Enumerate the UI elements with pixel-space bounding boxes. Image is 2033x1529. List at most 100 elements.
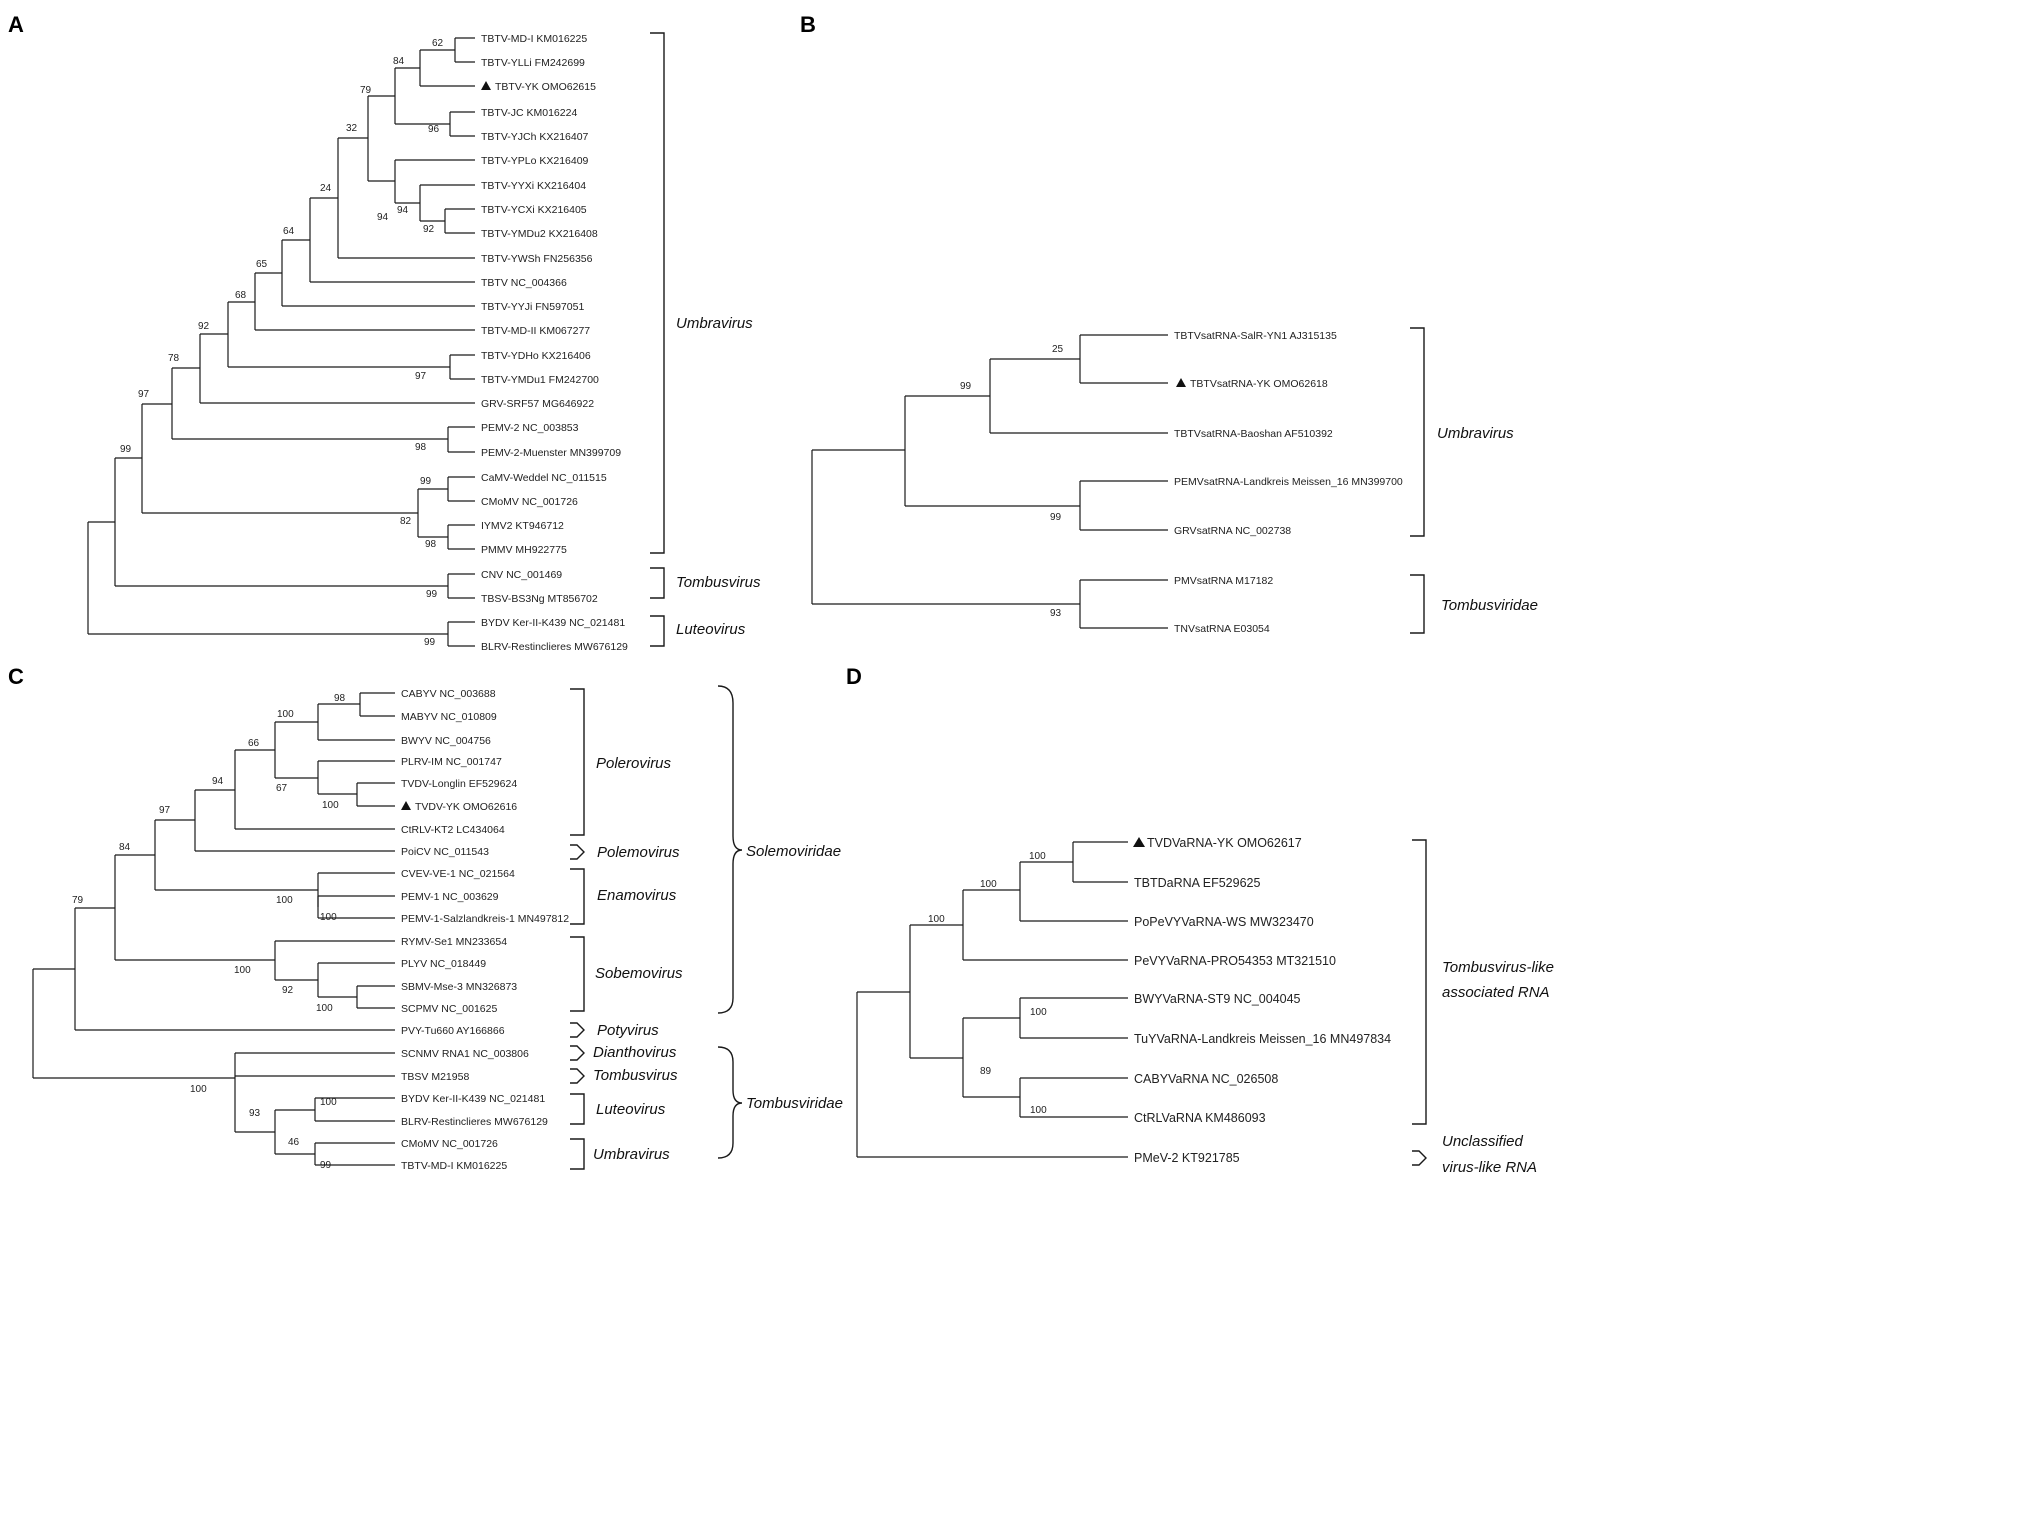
leaf-d-9: PMeV-2 KT921785: [1134, 1151, 1240, 1165]
group-label-umbravirus: Umbravirus: [1437, 425, 1514, 442]
bootstrap-label: 46: [288, 1137, 300, 1148]
marker-triangle-icon: [1176, 378, 1186, 387]
bootstrap-label: 78: [168, 353, 180, 364]
bracket-polerovirus: [570, 688, 585, 836]
panel-label-a: A: [8, 12, 24, 37]
leaf-d-8: CtRLVaRNA KM486093: [1134, 1111, 1266, 1125]
bootstrap-label: 100: [322, 800, 339, 811]
leaf-d-6: TuYVaRNA-Landkreis Meissen_16 MN497834: [1134, 1032, 1391, 1046]
bootstrap-label: 94: [397, 205, 409, 216]
bootstrap-label: 100: [1029, 851, 1046, 862]
bootstrap-label: 79: [72, 895, 84, 906]
bootstrap-label: 66: [248, 738, 260, 749]
group-label-tombusviridae: Tombusviridae: [746, 1095, 843, 1112]
leaf-c-9: CVEV-VE-1 NC_021564: [401, 868, 515, 880]
marker-triangle-icon: [481, 81, 491, 90]
bootstrap-label: 98: [425, 539, 437, 550]
leaf-a-26: BLRV-Restinclieres MW676129: [481, 641, 628, 653]
tree-d-branches: [856, 841, 1128, 1158]
leaf-a-19: CaMV-Weddel NC_011515: [481, 472, 607, 484]
leaf-d-1: TVDVaRNA-YK OMO62617: [1147, 836, 1302, 850]
leaf-a-24: TBSV-BS3Ng MT856702: [481, 593, 598, 605]
bootstrap-label: 24: [320, 183, 332, 194]
bracket-unclassified: [1412, 1150, 1427, 1166]
leaf-b-5: GRVsatRNA NC_002738: [1174, 525, 1291, 537]
leaf-b-6: PMVsatRNA M17182: [1174, 575, 1273, 587]
bootstrap-label: 65: [256, 259, 268, 270]
leaf-d-7: CABYVaRNA NC_026508: [1134, 1072, 1278, 1086]
leaf-c-6: TVDV-YK OMO62616: [415, 801, 517, 813]
leaf-a-1: TBTV-MD-I KM016225: [481, 33, 587, 45]
brace-tombusviridae: [717, 1046, 743, 1159]
group-label-potyvirus: Potyvirus: [597, 1022, 659, 1039]
leaf-c-15: SCPMV NC_001625: [401, 1003, 497, 1015]
group-label-tombusvirus-like: Tombusvirus-like: [1442, 959, 1554, 976]
leaf-d-3: PoPeVYVaRNA-WS MW323470: [1134, 915, 1314, 929]
bootstrap-label: 99: [420, 476, 432, 487]
bootstrap-label: 82: [400, 516, 412, 527]
bracket-potyvirus: [570, 1022, 585, 1038]
leaf-b-1: TBTVsatRNA-SalR-YN1 AJ315135: [1174, 330, 1337, 342]
tree-b-branches: [811, 334, 1168, 629]
panel-d: D TVDVaRNA-YK OMO62617 TBTDaRNA EF529625…: [846, 664, 1554, 1176]
group-label-polerovirus: Polerovirus: [596, 755, 672, 772]
leaf-a-11: TBTV NC_004366: [481, 277, 567, 289]
leaf-c-3: BWYV NC_004756: [401, 735, 491, 747]
panel-c: C: [8, 664, 843, 1172]
bootstrap-label: 99: [424, 637, 436, 648]
phylogenetic-figure: A: [8, 12, 1554, 1176]
bootstrap-label: 25: [1052, 344, 1064, 355]
bracket-luteovirus: [570, 1093, 585, 1125]
bracket-enamovirus: [570, 868, 585, 925]
bracket-dianthovirus: [570, 1045, 585, 1061]
leaf-c-18: TBSV M21958: [401, 1071, 469, 1083]
bootstrap-label: 84: [119, 842, 131, 853]
leaf-a-14: TBTV-YDHo KX216406: [481, 350, 591, 362]
bootstrap-label: 94: [212, 776, 224, 787]
bootstrap-label: 99: [120, 444, 132, 455]
bracket-sobemovirus: [570, 936, 585, 1012]
bootstrap-label: 92: [282, 985, 294, 996]
leaf-a-10: TBTV-YWSh FN256356: [481, 253, 593, 265]
bootstrap-label: 97: [159, 805, 171, 816]
bootstrap-label: 100: [316, 1003, 333, 1014]
leaf-b-7: TNVsatRNA E03054: [1174, 623, 1270, 635]
bootstrap-label: 100: [1030, 1105, 1047, 1116]
leaf-a-3: TBTV-YK OMO62615: [495, 81, 596, 93]
bracket-luteovirus: [650, 615, 665, 647]
leaf-c-7: CtRLV-KT2 LC434064: [401, 824, 505, 836]
leaf-a-7: TBTV-YYXi KX216404: [481, 180, 586, 192]
group-label-luteovirus: Luteovirus: [676, 621, 746, 638]
bootstrap-label: 93: [249, 1108, 261, 1119]
bootstrap-label: 99: [960, 381, 972, 392]
leaf-c-11: PEMV-1-Salzlandkreis-1 MN497812: [401, 913, 569, 925]
leaf-d-2: TBTDaRNA EF529625: [1134, 876, 1260, 890]
tree-c-branches: [32, 692, 395, 1166]
brace-solemoviridae: [717, 685, 743, 1014]
bootstrap-label: 92: [423, 224, 435, 235]
group-label-associated-rna: associated RNA: [1442, 984, 1550, 1001]
leaf-d-5: BWYVaRNA-ST9 NC_004045: [1134, 992, 1301, 1006]
leaf-a-8: TBTV-YCXi KX216405: [481, 204, 587, 216]
bootstrap-label: 84: [393, 56, 405, 67]
group-label-umbravirus: Umbravirus: [593, 1146, 670, 1163]
leaf-a-12: TBTV-YYJi FN597051: [481, 301, 584, 313]
leaf-c-12: RYMV-Se1 MN233654: [401, 936, 507, 948]
group-label-umbravirus: Umbravirus: [676, 315, 753, 332]
leaf-a-13: TBTV-MD-II KM067277: [481, 325, 590, 337]
leaf-a-9: TBTV-YMDu2 KX216408: [481, 228, 598, 240]
bootstrap-label: 79: [360, 85, 372, 96]
leaf-a-17: PEMV-2 NC_003853: [481, 422, 579, 434]
leaf-b-4: PEMVsatRNA-Landkreis Meissen_16 MN399700: [1174, 476, 1403, 488]
leaf-c-20: BLRV-Restinclieres MW676129: [401, 1116, 548, 1128]
bootstrap-label: 99: [320, 1160, 332, 1171]
bootstrap-label: 94: [377, 212, 389, 223]
bootstrap-label: 96: [428, 124, 440, 135]
leaf-c-13: PLYV NC_018449: [401, 958, 486, 970]
marker-triangle-icon: [1133, 837, 1145, 847]
leaf-a-4: TBTV-JC KM016224: [481, 107, 577, 119]
leaf-a-23: CNV NC_001469: [481, 569, 562, 581]
bracket-umbravirus: [650, 32, 665, 554]
bootstrap-label: 98: [415, 442, 427, 453]
bootstrap-label: 32: [346, 123, 358, 134]
